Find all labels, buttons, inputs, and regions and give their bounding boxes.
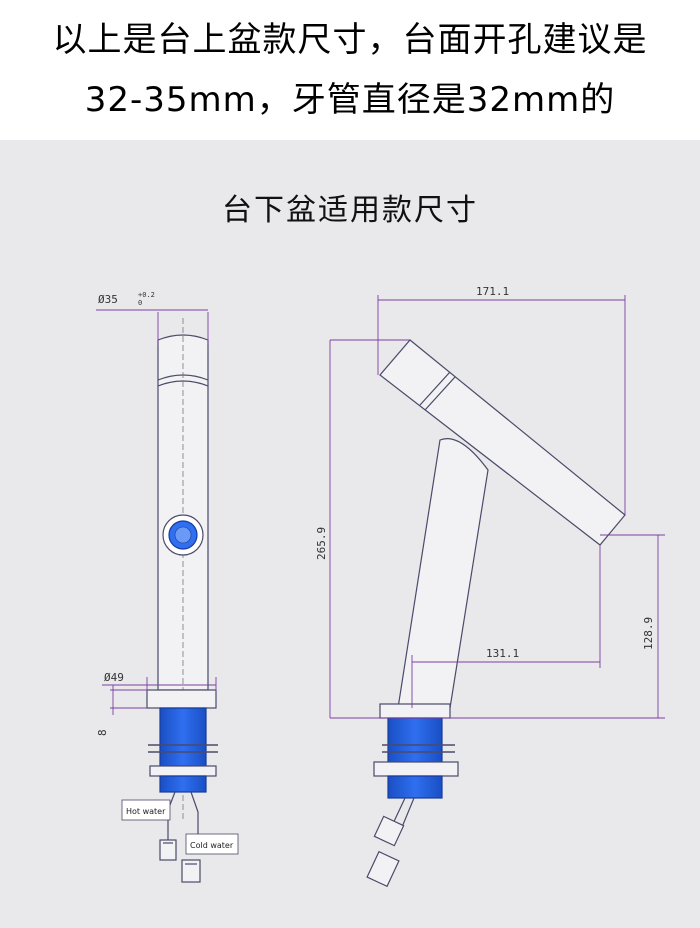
outlet-offset-dim: 131.1 (486, 647, 519, 660)
total-height-dim: 265.9 (315, 527, 328, 560)
bore-tolerance-lower: 0 (138, 299, 142, 307)
header-banner: 以上是台上盆款尺寸，台面开孔建议是 32-35mm，牙管直径是32mm的 (0, 0, 700, 140)
header-line-1: 以上是台上盆款尺寸，台面开孔建议是 (52, 20, 648, 60)
cold-water-label: Cold water (190, 841, 234, 850)
drawing-subtitle: 台下盆适用款尺寸 (222, 193, 478, 228)
front-view (121, 318, 239, 883)
bore-diameter-dim: Ø35 (98, 293, 118, 306)
side-dimensions (329, 295, 665, 719)
base-diameter-dim: Ø49 (104, 671, 124, 684)
hot-water-label: Hot water (126, 807, 166, 816)
spout-height-dim: 128.9 (642, 617, 655, 650)
drawing-panel (0, 140, 700, 928)
side-view (366, 339, 626, 888)
header-line-2: 32-35mm，牙管直径是32mm的 (84, 80, 616, 120)
front-dimensions (96, 309, 217, 715)
spout-reach-dim: 171.1 (476, 285, 509, 298)
base-height-dim: 8 (96, 729, 109, 736)
bore-tolerance-upper: +0.2 (138, 291, 155, 299)
